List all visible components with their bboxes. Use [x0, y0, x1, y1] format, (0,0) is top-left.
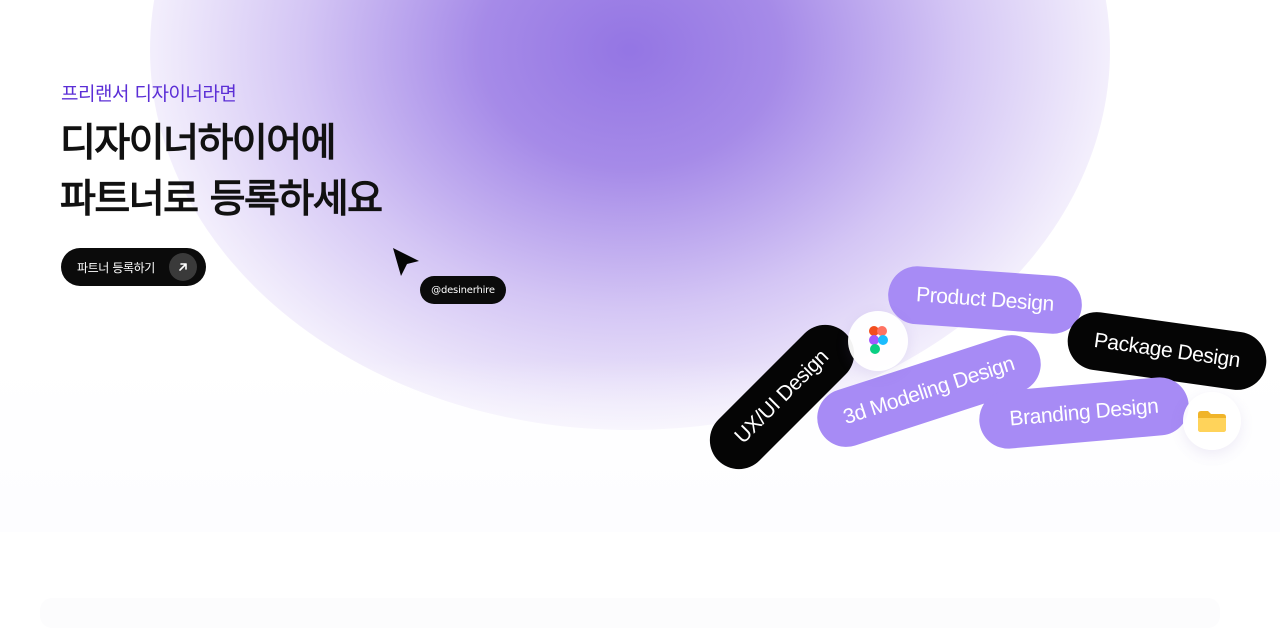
- arrow-up-right-icon: [169, 253, 197, 281]
- handle-badge: @desinerhire: [420, 276, 506, 304]
- content-card: [40, 598, 1220, 628]
- page-title: 디자이너하이어에 파트너로 등록하세요: [60, 116, 383, 228]
- mouse-pointer-icon: [393, 248, 419, 276]
- figma-icon: [848, 311, 908, 371]
- hero-section: 프리랜서 디자이너라면 디자이너하이어에 파트너로 등록하세요 파트너 등록하기…: [0, 0, 1280, 532]
- folder-icon: [1183, 392, 1241, 450]
- headline-line-2: 파트너로 등록하세요: [60, 177, 383, 222]
- eyebrow-text: 프리랜서 디자이너라면: [61, 83, 237, 105]
- headline-line-1: 디자이너하이어에: [60, 121, 337, 166]
- partner-register-label: 파트너 등록하기: [77, 260, 155, 275]
- partner-register-button[interactable]: 파트너 등록하기: [61, 248, 206, 286]
